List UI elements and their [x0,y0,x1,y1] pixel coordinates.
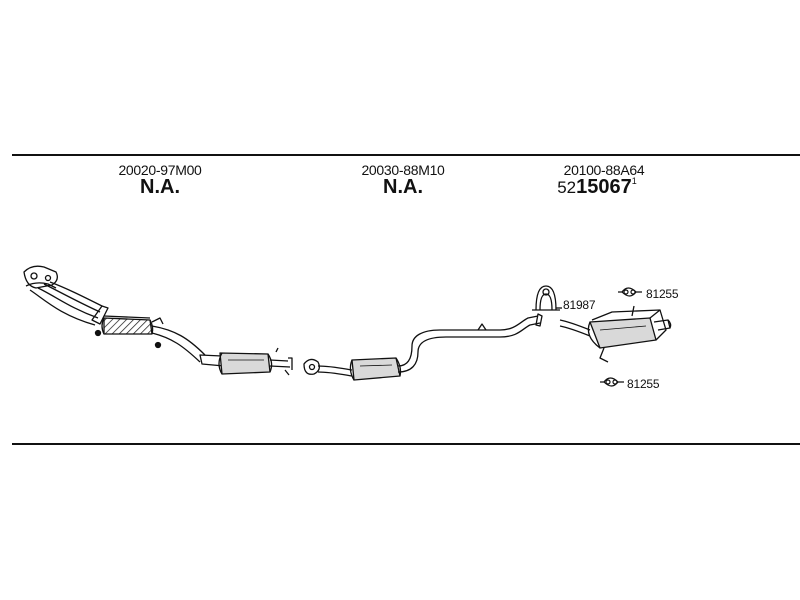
rear-muffler-part-label: 20100-88A64 [563,162,645,178]
bottom-divider [12,443,800,445]
rubber-hanger-top [618,287,642,297]
front-pipe-status: N.A. [140,176,180,198]
center-pipe-part-label: 20030-88M10 [361,162,445,178]
pipe-clamp [532,285,562,311]
center-pipe-inlet-flange [303,358,320,375]
front-pipe-part-label: 20020-97M00 [118,162,202,178]
part-number-mark: 1 [631,176,637,186]
rear-muffler-body [587,309,667,349]
rear-muffler-assembly [559,305,672,363]
center-pipe-assembly [303,313,543,381]
catalytic-converter [101,315,154,335]
part-number-prefix: 52 [557,178,577,197]
rubber-hanger-bottom [600,377,624,387]
hanger-top-callout-label: 81255 [646,287,679,301]
front-pipe-assembly [23,265,293,376]
center-pipe-status: N.A. [383,176,423,198]
clamp-callout-label: 81987 [563,298,596,312]
pre-muffler [199,352,273,375]
manifold-flange [23,265,58,289]
rear-muffler-part-number: 52150671 [557,176,637,199]
top-divider [12,154,800,156]
hanger-bottom-callout-label: 81255 [627,377,660,391]
part-number-main: 15067 [576,176,632,198]
center-resonator [349,357,402,381]
